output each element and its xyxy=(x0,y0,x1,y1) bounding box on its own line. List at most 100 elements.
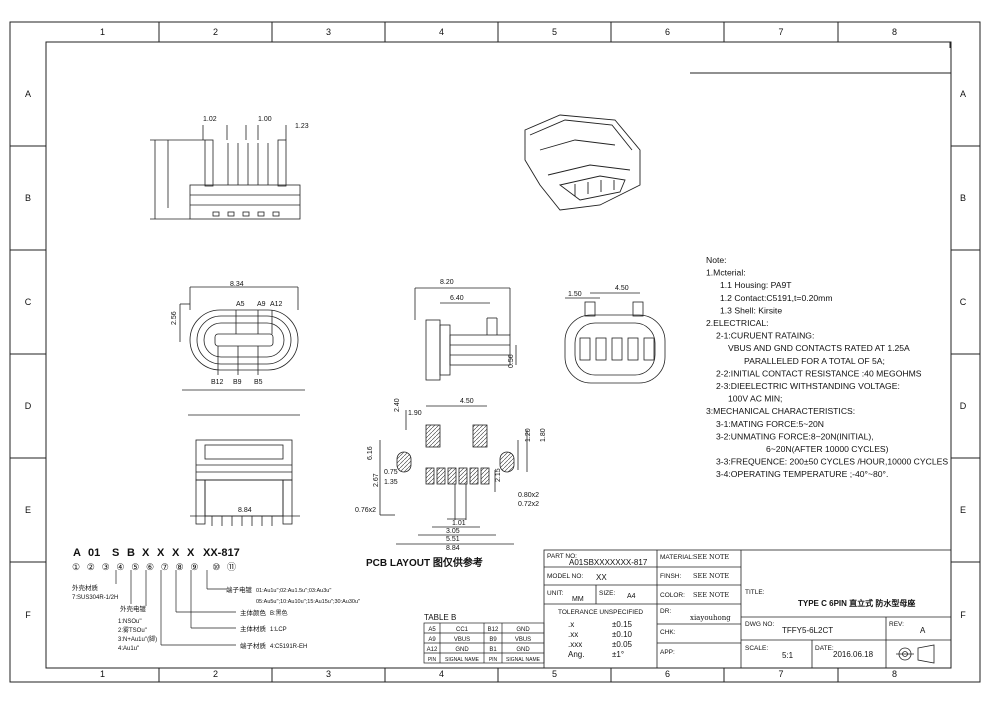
legend-terminal-plating: 端子电镀 xyxy=(226,585,253,594)
code-x4: X xyxy=(187,547,195,559)
dim-0-56: 0.56 xyxy=(508,354,515,368)
table-b-cell: B9 xyxy=(489,637,497,643)
part-no-value: A01SBXXXXXXX-817 xyxy=(569,558,648,567)
table-b-cell: GND xyxy=(516,647,530,653)
material-label: MATERIAL: xyxy=(660,554,694,561)
pcb-dim-4-50: 4.50 xyxy=(460,398,474,405)
column-label-6-top: 6 xyxy=(665,27,670,37)
legend-body-material: 主体材质 xyxy=(240,624,267,633)
pcb-dim-1-20: 1.20 xyxy=(525,428,532,442)
row-label-B-left: B xyxy=(25,193,31,203)
table-b-cell: GND xyxy=(516,627,530,633)
code-x2: X xyxy=(157,547,165,559)
pcb-dim-0-72x2: 0.72x2 xyxy=(518,501,539,508)
note-line-1: 1.Mcterial: xyxy=(706,268,746,278)
pcb-dimensions: 2.40 4.50 1.90 1.20 1.80 6.16 0.75 2.67 … xyxy=(355,398,547,552)
row-label-E-left: E xyxy=(25,505,31,515)
table-b-cell: B1 xyxy=(489,647,497,653)
tolerance-value: ±0.15 xyxy=(612,620,633,629)
legend-body-material-1: 1:LCP xyxy=(270,627,287,633)
column-label-8-top: 8 xyxy=(892,27,897,37)
note-line-13: 3-1:MATING FORCE:5~20N xyxy=(716,419,824,429)
pcb-layout xyxy=(379,405,528,545)
table-b-cell: PIN xyxy=(489,657,498,663)
code-x3: X xyxy=(172,547,180,559)
top-view xyxy=(150,125,301,220)
note-line-6: 2-1:CURUENT RATAING: xyxy=(716,331,814,341)
note-line-10: 2-3:DIEELECTRIC WITHSTANDING VOLTAGE: xyxy=(716,381,900,391)
pcb-dim-8-84: 8.84 xyxy=(446,545,460,552)
circled-number-9: ⑨ xyxy=(190,562,198,572)
table-b-cell: VBUS xyxy=(515,637,531,643)
dr-label: DR: xyxy=(660,608,671,615)
pcb-dim-2-15: 2.15 xyxy=(495,468,502,482)
tolerance-key: Ang. xyxy=(568,650,584,659)
isometric-view xyxy=(524,114,641,211)
circled-number-11: ⑪ xyxy=(227,562,236,572)
legend-terminal-material: 端子材质 xyxy=(240,641,267,650)
pcb-dim-0-75: 0.75 xyxy=(384,469,398,476)
code-b: B xyxy=(127,547,135,559)
dim-8-34: 8.34 xyxy=(230,281,244,288)
row-label-C-right: C xyxy=(960,297,967,307)
size-value: A4 xyxy=(627,593,636,600)
note-line-14: 3-2:UNMATING FORCE:8~20N(INITIAL), xyxy=(716,431,874,441)
legend-terminal-material-4: 4:C5191R-EH xyxy=(270,644,307,650)
table-b-cell: GND xyxy=(455,647,469,653)
table-b-cell: A5 xyxy=(428,627,436,633)
code-xx-817: XX-817 xyxy=(203,547,240,559)
column-label-8-bottom: 8 xyxy=(892,669,897,679)
column-label-7-bottom: 7 xyxy=(778,669,783,679)
scale-value: 5:1 xyxy=(782,651,794,660)
legend-terminal-plating-a: 01:Au1u'';02:Au1.5u'';03:Au3u'' xyxy=(256,588,331,594)
circled-number-7: ⑦ xyxy=(161,562,169,572)
dim-1-00: 1.00 xyxy=(258,116,272,123)
column-label-5-top: 5 xyxy=(552,27,557,37)
color-label: COLOR: xyxy=(660,592,685,599)
pcb-dim-0-76x2: 0.76x2 xyxy=(355,507,376,514)
table-b-cell: A12 xyxy=(427,647,438,653)
pcb-dim-2-40: 2.40 xyxy=(394,398,401,412)
code-a: A xyxy=(73,547,81,559)
column-label-4-bottom: 4 xyxy=(439,669,444,679)
tolerance-value: ±0.10 xyxy=(612,630,633,639)
code-01: 01 xyxy=(88,547,100,559)
pcb-dim-2-67: 2.67 xyxy=(373,473,380,487)
circled-number-4: ④ xyxy=(116,562,124,572)
column-label-1-bottom: 1 xyxy=(100,669,105,679)
dim-8-84-bottom: 8.84 xyxy=(238,507,252,514)
sheet-frame xyxy=(9,21,981,683)
rev-value: A xyxy=(920,626,926,635)
corner-marks xyxy=(690,42,951,74)
note-line-8: PARALLELED FOR A TOTAL OF 5A; xyxy=(744,356,885,366)
table-b-cell: SIGNAL NAME xyxy=(445,657,480,663)
tolerance-value: ±1° xyxy=(612,650,624,659)
column-label-3-bottom: 3 xyxy=(326,669,331,679)
circled-number-1: ① xyxy=(72,562,80,572)
code-leaders xyxy=(115,570,236,646)
table-b-cell: CC1 xyxy=(456,627,469,633)
model-no-value: XX xyxy=(596,573,607,582)
tolerance-value: ±0.05 xyxy=(612,640,633,649)
chk-label: CHK: xyxy=(660,629,676,636)
legend-shell-material: 外壳材质 xyxy=(72,583,99,592)
label-b12: B12 xyxy=(211,379,224,386)
dr-value: xiayouhong xyxy=(690,614,731,622)
tolerance-key: .xx xyxy=(568,630,578,639)
table-b-grid xyxy=(423,622,545,664)
legend-body-color: 主体颜色 xyxy=(240,608,267,617)
unit-value: MM xyxy=(572,596,584,603)
dim-4-50: 4.50 xyxy=(615,285,629,292)
bottom-view xyxy=(188,414,300,526)
dim-6-40: 6.40 xyxy=(450,295,464,302)
note-line-17: 3-4:OPERATING TEMPERATURE ;-40°~80°. xyxy=(716,469,888,479)
legend-plating-3: 3:N+Au1u''(脚) xyxy=(118,635,157,643)
dim-1-02: 1.02 xyxy=(203,116,217,123)
row-label-F-left: F xyxy=(25,610,31,620)
tolerance-key: .xxx xyxy=(568,640,582,649)
